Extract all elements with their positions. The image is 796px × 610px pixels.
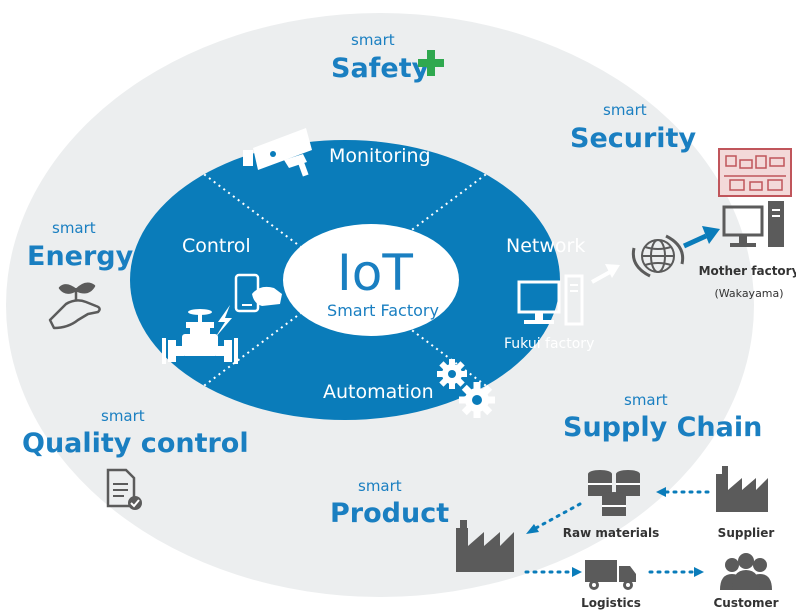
center-subtitle: Smart Factory bbox=[327, 301, 439, 320]
customer-label: Customer bbox=[713, 596, 778, 610]
computer-icon bbox=[517, 274, 584, 326]
security-label: Security bbox=[570, 123, 696, 154]
supplier-label: Supplier bbox=[718, 526, 775, 540]
segment-network: Network bbox=[506, 235, 585, 257]
mother-factory-label: Mother factory bbox=[699, 264, 796, 278]
center-ellipse bbox=[283, 224, 459, 336]
phone-hand-icon bbox=[234, 273, 282, 313]
factory-icon bbox=[456, 520, 514, 572]
product-smart: smart bbox=[358, 477, 402, 495]
center-title: IoT bbox=[337, 244, 413, 302]
lightning-icon bbox=[215, 305, 232, 338]
supply-chain-arrows bbox=[524, 487, 710, 577]
security-camera-icon bbox=[243, 128, 312, 177]
energy-smart: smart bbox=[52, 219, 96, 237]
globe-icon bbox=[631, 234, 685, 278]
segment-automation: Automation bbox=[323, 381, 434, 403]
valve-icon bbox=[162, 309, 238, 364]
gears-icon bbox=[437, 359, 495, 418]
mother-computer-icon bbox=[722, 201, 784, 247]
plus-icon bbox=[418, 50, 444, 76]
truck-icon bbox=[585, 560, 636, 590]
checklist-icon bbox=[106, 468, 142, 510]
segment-control: Control bbox=[182, 235, 251, 257]
storage-tanks-icon bbox=[588, 470, 640, 516]
security-smart: smart bbox=[603, 101, 647, 119]
raw-materials-label: Raw materials bbox=[563, 526, 659, 540]
quality-label: Quality control bbox=[22, 428, 249, 459]
mother-factory-image bbox=[718, 148, 792, 197]
supply-label: Supply Chain bbox=[563, 412, 762, 443]
people-icon bbox=[720, 553, 772, 590]
safety-label: Safety bbox=[331, 53, 430, 84]
energy-label: Energy bbox=[27, 241, 134, 272]
network-arrow-icon bbox=[591, 264, 620, 284]
mother-factory-location: (Wakayama) bbox=[714, 287, 783, 300]
logistics-label: Logistics bbox=[581, 596, 641, 610]
supplier-factory-icon bbox=[716, 466, 768, 512]
supply-smart: smart bbox=[624, 391, 668, 409]
product-label: Product bbox=[330, 498, 449, 529]
mother-arrow-icon bbox=[682, 226, 720, 249]
fukui-factory-label: Fukui factory bbox=[504, 336, 594, 352]
quality-smart: smart bbox=[101, 407, 145, 425]
plant-hand-icon bbox=[48, 282, 101, 330]
safety-smart: smart bbox=[351, 31, 395, 49]
segment-monitoring: Monitoring bbox=[329, 145, 431, 167]
